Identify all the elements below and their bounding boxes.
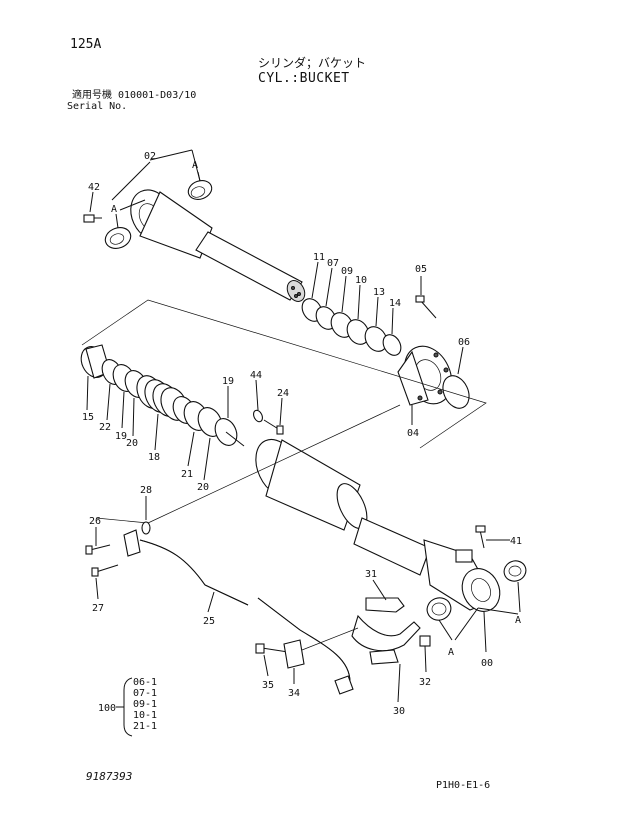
bushing-a-lower (104, 227, 132, 249)
kit-item: 07-1 (133, 688, 157, 699)
callout-a-lower: A (111, 204, 117, 215)
o-ring-28 (141, 521, 151, 535)
callout-a-right: A (515, 615, 521, 626)
rod-neck (139, 191, 213, 259)
callout-25: 25 (203, 616, 215, 627)
catalog-code: P1H0-E1-6 (436, 780, 491, 791)
callout-14: 14 (389, 298, 401, 309)
callout-02: 02 (144, 151, 156, 162)
bushing-a-upper (187, 180, 213, 200)
kit-item: 09-1 (133, 699, 157, 710)
callout-labels: 02 42 A A 11 07 09 10 13 14 05 06 04 15 … (82, 151, 522, 732)
rod-end (286, 280, 306, 302)
o-ring (442, 375, 470, 409)
serial-applicability: 適用号機 010001-D03/10 (72, 90, 197, 101)
kit-item: 10-1 (133, 710, 157, 721)
callout-34: 34 (288, 688, 300, 699)
callout-07: 07 (327, 258, 339, 269)
callout-19-a: 19 (115, 431, 127, 442)
callout-21: 21 (181, 469, 193, 480)
callout-35: 35 (262, 680, 274, 691)
assembly-guide (81, 299, 487, 449)
callout-24: 24 (277, 388, 289, 399)
title-japanese: シリンダ；バケット (258, 56, 367, 70)
kit-bracket (123, 677, 133, 737)
piston-assembly (80, 344, 284, 481)
callout-31: 31 (365, 569, 377, 580)
kit-item: 06-1 (133, 677, 157, 688)
callout-18: 18 (148, 452, 160, 463)
callout-27: 27 (92, 603, 104, 614)
callout-26: 26 (89, 516, 101, 527)
callout-a-bottom: A (448, 647, 454, 658)
callout-15: 15 (82, 412, 94, 423)
rod-seals (301, 261, 437, 356)
callout-28: 28 (140, 485, 152, 496)
pipe-assembly (85, 496, 431, 703)
kit-item: 21-1 (133, 721, 157, 732)
callout-05: 05 (415, 264, 427, 275)
callout-11: 11 (313, 252, 325, 263)
piston-rod (195, 231, 303, 301)
callout-09: 09 (341, 266, 353, 277)
callout-30: 30 (393, 706, 405, 717)
callout-04: 04 (407, 428, 419, 439)
callout-44: 44 (250, 370, 262, 381)
kit-number: 100 (98, 703, 116, 714)
rod-assembly (83, 149, 306, 302)
callout-20-a: 20 (126, 438, 138, 449)
serial-number-label: Serial No. (67, 101, 128, 112)
callout-20-b: 20 (197, 482, 209, 493)
grease-fitting (83, 214, 95, 223)
cylinder-head (397, 345, 470, 425)
callout-13: 13 (373, 287, 385, 298)
page-code: 125A (70, 37, 102, 52)
callout-42: 42 (88, 182, 100, 193)
document-number: 9187393 (86, 770, 133, 783)
callout-06: 06 (458, 337, 470, 348)
callout-22: 22 (99, 422, 111, 433)
title-english: CYL.:BUCKET (258, 71, 350, 86)
callout-41: 41 (510, 536, 522, 547)
callout-10: 10 (355, 275, 367, 286)
callout-32: 32 (419, 677, 431, 688)
callout-a-upper: A (192, 160, 198, 171)
cylinder-tube (95, 404, 527, 653)
callout-00: 00 (481, 658, 493, 669)
callout-19-b: 19 (222, 376, 234, 387)
